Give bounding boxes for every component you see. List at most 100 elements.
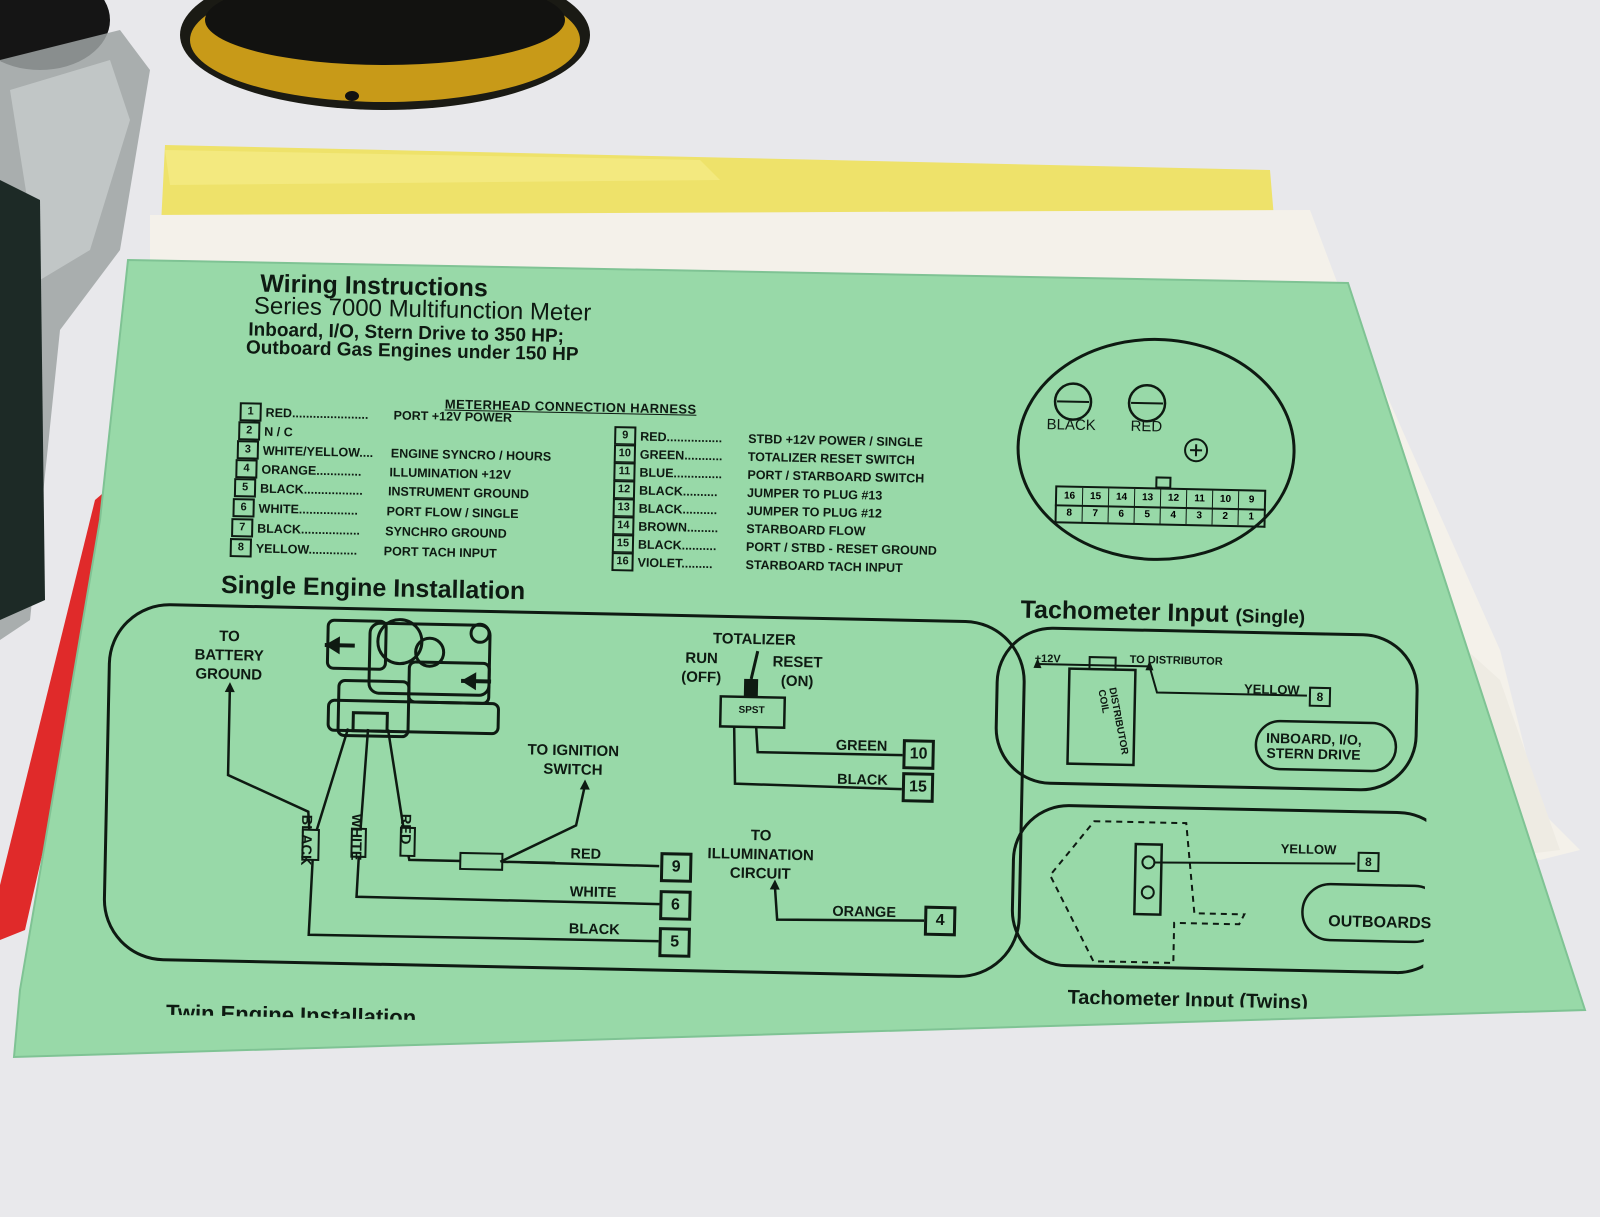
- connector-pin: 14: [1109, 488, 1135, 506]
- connector-pin: 3: [1187, 507, 1213, 525]
- wire-function: STBD +12V POWER / SINGLE: [748, 431, 923, 449]
- connector-pin: 13: [1135, 489, 1161, 507]
- run-off-label: RUN (OFF): [681, 650, 722, 688]
- wire-function: PORT / STARBOARD SWITCH: [747, 467, 924, 485]
- wire-color: WHITE.................: [258, 501, 386, 518]
- reset-on-label: RESET (ON): [772, 653, 823, 692]
- pin-5-box: 5: [658, 927, 691, 958]
- connector-pin: 15: [1083, 488, 1109, 506]
- connector-pin: 16: [1057, 487, 1083, 505]
- totalizer-label: TOTALIZER: [713, 630, 796, 650]
- wire-color: BROWN.........: [638, 519, 746, 535]
- wire-function: JUMPER TO PLUG #13: [747, 485, 882, 502]
- ignition-switch-label: TO IGNITION SWITCH: [527, 741, 619, 780]
- pin-number: 8: [230, 538, 252, 557]
- pin-number: 6: [232, 498, 254, 517]
- pin-number: 2: [238, 421, 260, 440]
- wire-color: WHITE/YELLOW....: [263, 443, 391, 460]
- pin-6-box: 6: [659, 890, 692, 921]
- connector-pin: 4: [1161, 507, 1187, 525]
- pin-number: 14: [612, 516, 634, 535]
- wire-function: PORT TACH INPUT: [384, 544, 497, 560]
- pin-number: 3: [237, 440, 259, 459]
- wire-function: PORT +12V POWER: [393, 408, 512, 424]
- connector-pin: 12: [1161, 490, 1187, 508]
- outboard-bracket-icon: [1048, 820, 1246, 964]
- wire-color: BLACK.................: [257, 521, 385, 538]
- wire-color: VIOLET.........: [637, 555, 745, 571]
- wire-function: STARBOARD FLOW: [746, 521, 865, 537]
- connector-pin: 11: [1187, 490, 1213, 508]
- pin-number: 13: [613, 498, 635, 517]
- connector-pin: 7: [1083, 505, 1109, 523]
- wire-color: RED................: [640, 429, 748, 445]
- pin-number: 16: [611, 552, 633, 571]
- wire-function: JUMPER TO PLUG #12: [747, 503, 882, 520]
- wire-color: GREEN...........: [640, 447, 748, 463]
- green-wire-label: GREEN: [836, 739, 888, 755]
- wire-color: RED......................: [266, 405, 394, 422]
- wire-color: BLACK..........: [638, 537, 746, 553]
- spst-label: SPST: [738, 706, 764, 717]
- pin-9-box: 9: [660, 852, 693, 883]
- connector-icon: [460, 853, 502, 870]
- connector-pin: 1: [1239, 508, 1264, 526]
- wire-function: INSTRUMENT GROUND: [388, 484, 529, 501]
- inboard-io-label: INBOARD, I/O, STERN DRIVE: [1266, 731, 1362, 764]
- battery-ground-label: TO BATTERY GROUND: [194, 627, 264, 685]
- outboard-yellow-label: YELLOW: [1281, 842, 1337, 856]
- pin-number: 4: [235, 459, 257, 478]
- wire-function: PORT FLOW / SINGLE: [386, 504, 518, 521]
- pin-4-box: 4: [924, 906, 957, 937]
- connector-pin: 9: [1239, 491, 1264, 509]
- illumination-circuit-label: TO ILLUMINATION CIRCUIT: [707, 826, 815, 884]
- wire-color: YELLOW..............: [256, 541, 384, 558]
- terminal-stud-icon: [1142, 886, 1154, 898]
- pin-15-box: 15: [902, 772, 935, 803]
- outboard-pin-8-box: 8: [1357, 852, 1379, 872]
- wire-function: ILLUMINATION +12V: [389, 465, 511, 482]
- inboard-pin-8-box: 8: [1309, 687, 1331, 707]
- connector-pin: 8: [1057, 504, 1083, 522]
- black-terminal-label: BLACK: [1046, 417, 1096, 433]
- wire-function: ENGINE SYNCRO / HOURS: [391, 446, 552, 463]
- connector-pin: 10: [1213, 491, 1239, 509]
- pin-number: 7: [231, 518, 253, 537]
- red-9-wire-label: RED: [570, 847, 601, 862]
- connector-pin: 5: [1135, 506, 1161, 524]
- outboards-label: OUTBOARDS: [1328, 914, 1431, 932]
- pin-number: 10: [614, 444, 636, 463]
- wire-function: TOTALIZER RESET SWITCH: [748, 449, 915, 466]
- connector-pin: 2: [1213, 508, 1239, 526]
- plus12v-label: +12V: [1035, 654, 1061, 666]
- pin-number: 15: [612, 534, 634, 553]
- to-distributor-label: TO DISTRIBUTOR: [1130, 655, 1223, 668]
- wire-color: N / C: [264, 424, 392, 441]
- orange-wire-label: ORANGE: [832, 905, 896, 921]
- red-terminal-label: RED: [1130, 419, 1162, 435]
- wire-color: BLACK..........: [639, 483, 747, 499]
- pin-number: 9: [614, 426, 636, 445]
- white-6-wire-label: WHITE: [570, 885, 617, 900]
- inboard-yellow-label: YELLOW: [1244, 682, 1300, 696]
- connector-pin: 6: [1109, 505, 1135, 523]
- red-wire-label: RED: [397, 814, 412, 845]
- black-15-wire-label: BLACK: [837, 773, 888, 789]
- wire-function: SYNCHRO GROUND: [385, 524, 507, 541]
- white-wire-label: WHITE: [348, 814, 363, 861]
- twin-engine-title: Twin Engine Installation: [166, 1002, 416, 1020]
- wire-function: STARBOARD TACH INPUT: [745, 557, 902, 574]
- pin-number: 5: [234, 478, 256, 497]
- pin-number: 1: [239, 402, 261, 421]
- wire-color: ORANGE.............: [261, 462, 389, 479]
- terminal-stud-icon: [1142, 856, 1154, 868]
- wire-color: BLACK..........: [639, 501, 747, 517]
- wire-color: BLACK.................: [260, 481, 388, 498]
- tach-input-diagram: [983, 619, 1431, 998]
- wire-color: BLUE..............: [639, 465, 747, 481]
- pin-number: 12: [613, 480, 635, 499]
- pin-10-box: 10: [902, 739, 935, 770]
- black-wire-label: BLACK: [298, 815, 314, 866]
